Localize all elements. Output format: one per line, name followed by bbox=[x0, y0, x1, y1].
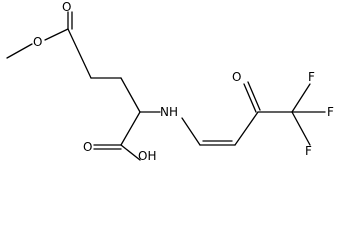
bond-ketone-carbonyl-a bbox=[243, 83, 257, 113]
bond-acid-c-oh bbox=[120, 144, 141, 161]
bond-alpha-acid-c bbox=[120, 111, 141, 146]
bond-ether-o-ester-c bbox=[44, 28, 69, 41]
structure-canvas: O O NH O O OH F F F bbox=[6, 0, 334, 163]
bond-nh-vinyl-c1 bbox=[181, 117, 201, 146]
atom-label-acid-hydroxyl: OH bbox=[138, 149, 156, 163]
bonds bbox=[6, 11, 326, 161]
bond-vinyl-c2-ketone-c bbox=[234, 111, 259, 146]
atom-label-fluorine-2: F bbox=[327, 105, 334, 119]
molecule-structure: O O NH O O OH F F F bbox=[6, 0, 334, 163]
atom-label-ester-ether-o: O bbox=[33, 35, 42, 49]
atom-label-fluorine-3: F bbox=[305, 144, 312, 158]
bond-cf3-f3 bbox=[291, 111, 311, 146]
bond-cf3-f1 bbox=[291, 83, 311, 113]
bond-ester-c-ch2 bbox=[67, 28, 92, 79]
bond-ch2-alpha bbox=[120, 77, 141, 113]
atom-label-nitrogen: NH bbox=[160, 105, 178, 119]
atom-label-fluorine-1: F bbox=[308, 70, 315, 84]
atom-label-ketone-o: O bbox=[232, 70, 241, 84]
bond-ketone-carbonyl-b bbox=[247, 81, 261, 111]
bond-methyl-ether-o bbox=[6, 43, 33, 59]
atom-labels: O O NH O O OH F F F bbox=[33, 0, 334, 163]
atom-label-ester-carbonyl-o: O bbox=[62, 0, 71, 14]
atom-label-acid-carbonyl-o: O bbox=[83, 140, 92, 154]
